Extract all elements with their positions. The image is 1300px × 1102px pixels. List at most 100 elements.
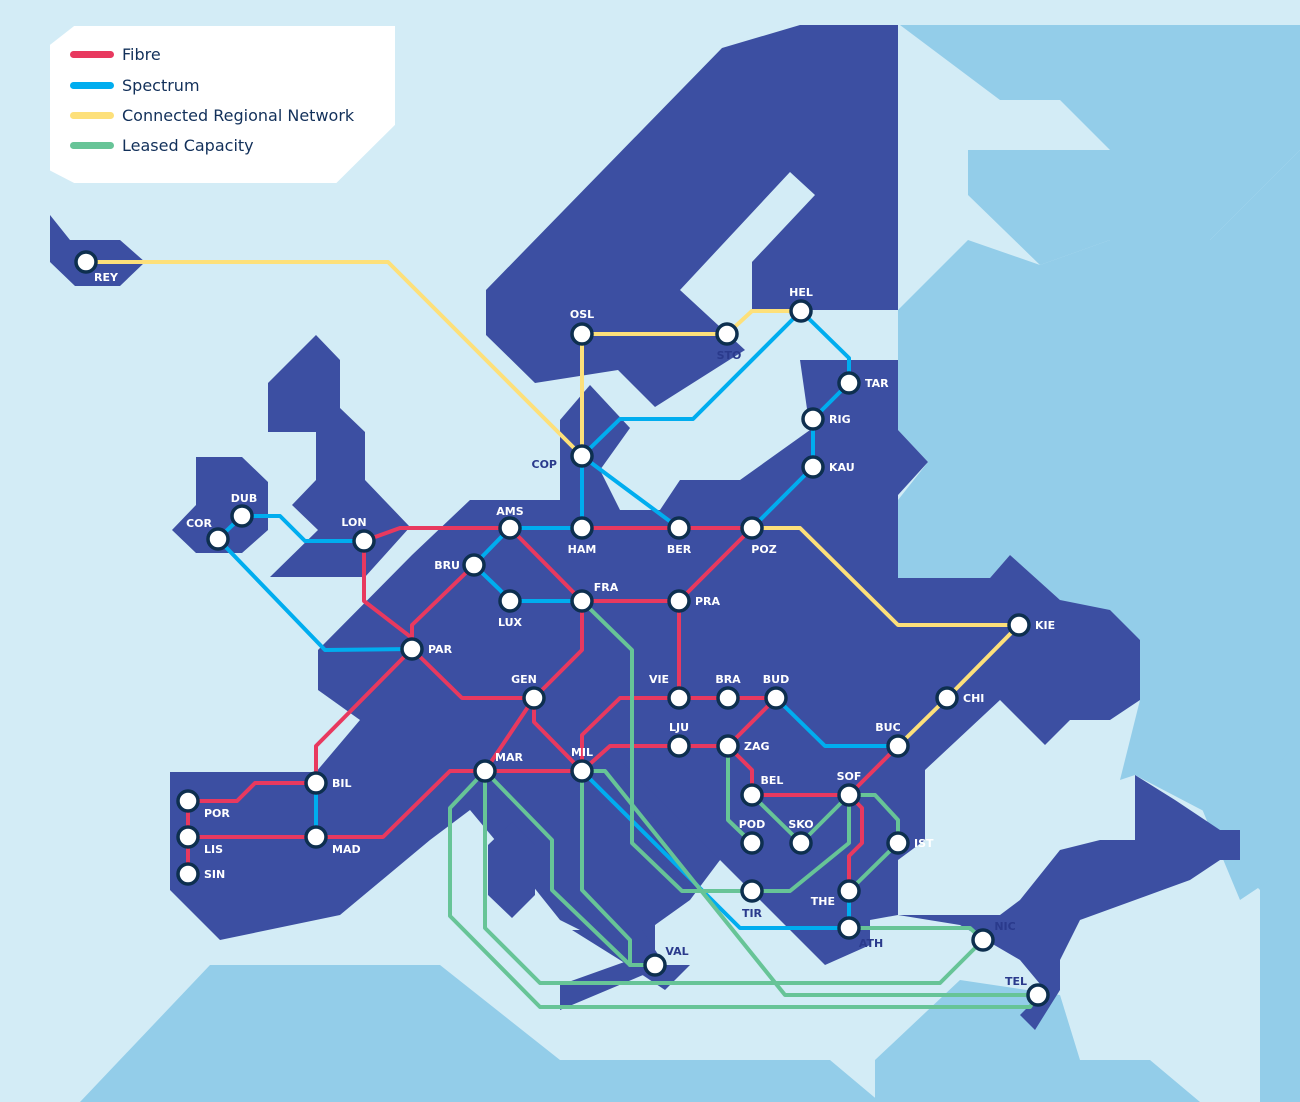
node-fra[interactable]: FRA <box>570 581 619 613</box>
station-marker[interactable] <box>176 789 200 813</box>
node-bud[interactable]: BUD <box>763 673 789 710</box>
node-mar[interactable]: MAR <box>473 751 523 783</box>
station-marker[interactable] <box>304 771 328 795</box>
node-sof[interactable]: SOF <box>837 770 862 807</box>
station-label: BER <box>667 543 692 556</box>
node-pod[interactable]: POD <box>739 818 766 855</box>
station-marker[interactable] <box>1026 983 1050 1007</box>
node-dub[interactable]: DUB <box>230 492 257 528</box>
station-marker[interactable] <box>837 371 861 395</box>
node-buc[interactable]: BUC <box>875 721 910 758</box>
station-marker[interactable] <box>206 527 230 551</box>
station-marker[interactable] <box>643 953 667 977</box>
node-por[interactable]: POR <box>176 789 230 820</box>
station-marker[interactable] <box>667 516 691 540</box>
station-marker[interactable] <box>886 831 910 855</box>
node-bru[interactable]: BRU <box>434 553 486 577</box>
station-marker[interactable] <box>740 516 764 540</box>
station-marker[interactable] <box>400 637 424 661</box>
node-bra[interactable]: BRA <box>715 673 741 710</box>
node-sin[interactable]: SIN <box>176 862 225 886</box>
node-vie[interactable]: VIE <box>649 673 691 710</box>
station-marker[interactable] <box>740 783 764 807</box>
node-mad[interactable]: MAD <box>304 825 361 856</box>
station-marker[interactable] <box>715 322 739 346</box>
station-marker[interactable] <box>667 589 691 613</box>
station-marker[interactable] <box>740 831 764 855</box>
node-the[interactable]: THE <box>811 879 861 908</box>
node-chi[interactable]: CHI <box>935 686 984 710</box>
station-marker[interactable] <box>498 516 522 540</box>
node-ist[interactable]: IST <box>886 831 934 855</box>
station-marker[interactable] <box>570 759 594 783</box>
node-tel[interactable]: TEL <box>1005 975 1050 1007</box>
station-marker[interactable] <box>570 322 594 346</box>
node-ber[interactable]: BER <box>667 516 692 556</box>
station-label: KIE <box>1035 619 1055 632</box>
station-marker[interactable] <box>570 516 594 540</box>
node-bil[interactable]: BIL <box>304 771 352 795</box>
node-rig[interactable]: RIG <box>801 407 851 431</box>
station-marker[interactable] <box>837 879 861 903</box>
station-marker[interactable] <box>522 686 546 710</box>
station-label: SOF <box>837 770 862 783</box>
station-marker[interactable] <box>716 734 740 758</box>
node-zag[interactable]: ZAG <box>716 734 770 758</box>
node-par[interactable]: PAR <box>400 637 453 661</box>
station-marker[interactable] <box>1007 613 1031 637</box>
station-marker[interactable] <box>801 455 825 479</box>
station-marker[interactable] <box>570 444 594 468</box>
node-kie[interactable]: KIE <box>1007 613 1055 637</box>
node-lis[interactable]: LIS <box>176 825 223 856</box>
node-ath[interactable]: ATH <box>837 916 883 950</box>
node-bel[interactable]: BEL <box>740 774 783 807</box>
node-ams[interactable]: AMS <box>496 505 524 540</box>
node-lux[interactable]: LUX <box>498 589 523 629</box>
station-marker[interactable] <box>176 862 200 886</box>
node-lon[interactable]: LON <box>341 516 376 553</box>
node-cor[interactable]: COR <box>186 517 230 551</box>
node-mil[interactable]: MIL <box>570 746 594 783</box>
node-poz[interactable]: POZ <box>740 516 777 556</box>
station-marker[interactable] <box>230 504 254 528</box>
node-osl[interactable]: OSL <box>570 308 594 346</box>
station-marker[interactable] <box>667 686 691 710</box>
node-nic[interactable]: NIC <box>971 920 1016 952</box>
station-marker[interactable] <box>716 686 740 710</box>
station-label: PAR <box>428 643 453 656</box>
station-marker[interactable] <box>971 928 995 952</box>
node-tar[interactable]: TAR <box>837 371 889 395</box>
node-sto[interactable]: STO <box>715 322 742 362</box>
node-tir[interactable]: TIR <box>740 879 764 920</box>
fibre-route <box>677 526 754 603</box>
node-kau[interactable]: KAU <box>801 455 855 479</box>
station-marker[interactable] <box>667 734 691 758</box>
station-marker[interactable] <box>176 825 200 849</box>
station-marker[interactable] <box>473 759 497 783</box>
node-hel[interactable]: HEL <box>789 286 813 323</box>
station-marker[interactable] <box>801 407 825 431</box>
node-cop[interactable]: COP <box>532 444 594 471</box>
station-marker[interactable] <box>304 825 328 849</box>
node-lju[interactable]: LJU <box>667 721 691 758</box>
node-pra[interactable]: PRA <box>667 589 721 613</box>
station-marker[interactable] <box>74 250 98 274</box>
station-marker[interactable] <box>740 879 764 903</box>
node-sko[interactable]: SKO <box>788 818 814 855</box>
node-ham[interactable]: HAM <box>568 516 597 556</box>
station-marker[interactable] <box>837 916 861 940</box>
station-label: HAM <box>568 543 597 556</box>
station-marker[interactable] <box>498 589 522 613</box>
station-marker[interactable] <box>789 299 813 323</box>
station-marker[interactable] <box>935 686 959 710</box>
node-gen[interactable]: GEN <box>511 673 546 710</box>
station-marker[interactable] <box>352 529 376 553</box>
station-marker[interactable] <box>789 831 813 855</box>
node-rey[interactable]: REY <box>74 250 119 284</box>
station-marker[interactable] <box>462 553 486 577</box>
node-val[interactable]: VAL <box>643 945 689 977</box>
station-marker[interactable] <box>837 783 861 807</box>
station-marker[interactable] <box>886 734 910 758</box>
station-marker[interactable] <box>570 589 594 613</box>
station-marker[interactable] <box>764 686 788 710</box>
